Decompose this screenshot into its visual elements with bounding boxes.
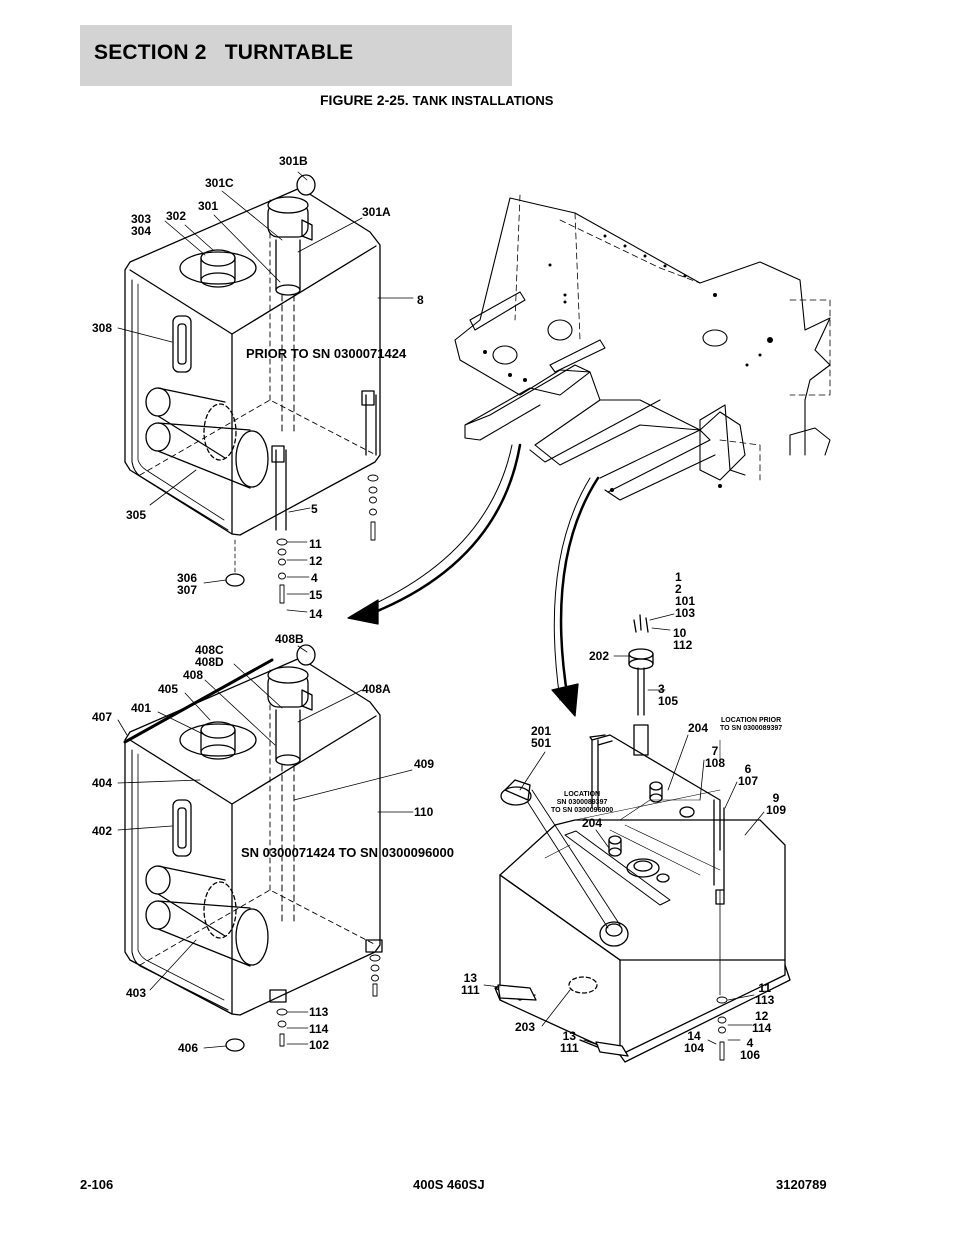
callout-13-111-left: 13 111	[461, 971, 480, 997]
callout-303-304: 303 304	[131, 212, 152, 238]
model-number: 400S 460SJ	[413, 1177, 485, 1192]
callout-14: 14	[309, 607, 323, 621]
callout-102: 102	[309, 1038, 330, 1052]
callout-308: 308	[92, 321, 113, 335]
callout-6-107: 6 107	[738, 762, 759, 788]
view-label-prior: PRIOR TO SN 0300071424	[246, 346, 407, 361]
callout-204-top: 204	[688, 721, 709, 735]
page-number: 2-106	[80, 1177, 114, 1192]
callout-110: 110	[414, 805, 434, 819]
callout-404: 404	[92, 776, 113, 790]
callout-401: 401	[131, 701, 152, 715]
note-location-prior: LOCATION PRIOR TO SN 0300089397	[720, 717, 783, 732]
direction-arrow-1	[347, 443, 522, 625]
callout-406: 406	[178, 1041, 199, 1055]
callout-301a: 301A	[362, 205, 391, 219]
callout-405: 405	[158, 682, 179, 696]
callout-4-106: 4 106	[740, 1036, 761, 1062]
callout-302: 302	[166, 209, 187, 223]
callout-408: 408	[183, 668, 204, 682]
hydraulic-tank-current	[494, 614, 791, 1063]
figure-caption: TANK INSTALLATIONS	[412, 93, 554, 108]
callout-5: 5	[311, 502, 318, 516]
callout-408c-408d-text: 408C 408D	[195, 643, 224, 669]
callout-14-104: 14 104	[684, 1029, 705, 1055]
figure-number: FIGURE 2-25.	[320, 92, 409, 108]
hydraulic-tank-mid	[123, 644, 383, 1052]
callout-301b: 301B	[279, 154, 308, 168]
callout-12: 12	[309, 554, 323, 568]
callout-402: 402	[92, 824, 113, 838]
callout-409: 409	[414, 757, 435, 771]
callout-306-307: 306 307	[177, 571, 198, 597]
callout-408a: 408A	[362, 682, 391, 696]
callout-7-108: 7 108	[705, 744, 726, 770]
callout-301: 301	[198, 199, 219, 213]
callout-305: 305	[126, 508, 147, 522]
callout-113: 113	[309, 1005, 329, 1019]
leader-lines-tank-current	[483, 613, 765, 1046]
callout-9-109: 9 109	[766, 791, 787, 817]
leader-lines-tank-mid	[117, 645, 414, 1049]
callout-3-105: 3 105	[658, 682, 679, 708]
leader-lines-tank-prior	[117, 171, 414, 613]
callout-203: 203	[515, 1020, 536, 1034]
callout-11: 11	[309, 537, 322, 551]
callout-403: 403	[126, 986, 147, 1000]
callout-10-112: 10 112	[673, 626, 693, 652]
section-title: SECTION 2 TURNTABLE	[94, 41, 354, 64]
callout-15: 15	[309, 588, 323, 602]
callout-202: 202	[589, 649, 610, 663]
turntable-frame	[454, 194, 831, 501]
note-location-mid: LOCATION SN 0300089397 TO SN 0300096000	[551, 791, 614, 814]
callout-301c: 301C	[205, 176, 234, 190]
document-number: 3120789	[776, 1177, 827, 1192]
figure-title: FIGURE 2-25. TANK INSTALLATIONS	[320, 92, 553, 108]
callout-114: 114	[309, 1022, 329, 1036]
hydraulic-tank-prior	[124, 174, 381, 604]
direction-arrow-2	[551, 476, 600, 717]
callout-13-111-right: 13 111	[560, 1029, 579, 1055]
section-header: SECTION 2 TURNTABLE	[80, 25, 512, 86]
callout-11-113: 11 113	[755, 981, 775, 1007]
callout-204-bottom: 204	[582, 816, 603, 830]
view-label-mid: SN 0300071424 TO SN 0300096000	[241, 845, 454, 860]
callout-1-2-101-103: 1 2 101 103	[675, 570, 696, 620]
callout-408b: 408B	[275, 632, 304, 646]
callout-12-114: 12 114	[752, 1009, 772, 1035]
callout-408c-408d: 408C 408D	[195, 644, 224, 668]
callout-407: 407	[92, 710, 113, 724]
callout-201-501: 201 501	[531, 724, 552, 750]
callout-4: 4	[311, 571, 318, 585]
callout-8: 8	[417, 293, 424, 307]
